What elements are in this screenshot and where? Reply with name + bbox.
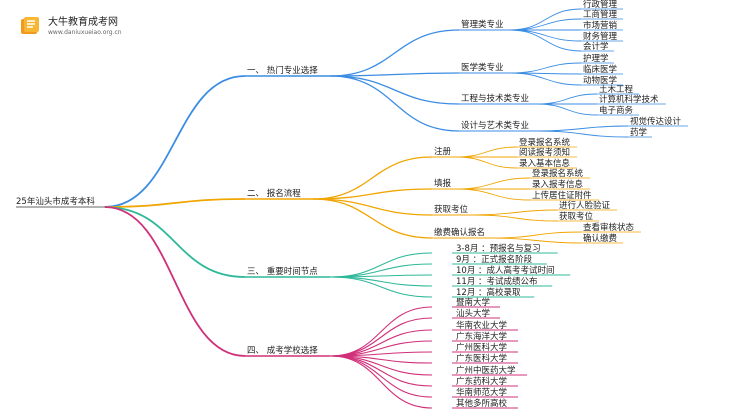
branch-label-3: 四、 成考学校选择	[247, 345, 318, 356]
sub-label-0-1: 医学类专业	[461, 62, 504, 73]
sub-label-2-2: 10月 ：成人高考考试时间	[456, 265, 555, 276]
leaf-connector-1-1-2	[455, 188, 531, 201]
leaf-label-1-2-1: 获取考位	[559, 211, 594, 222]
leaf-label-0-1-0: 护理学	[583, 53, 609, 64]
branch-connector-1	[104, 198, 246, 208]
branch-connector-3	[104, 206, 246, 357]
logo-url: www.daniuxueiao.org.cn	[48, 29, 122, 36]
sub-label-2-3: 11月 ：考试成绩公布	[456, 276, 538, 287]
leaf-label-1-1-0: 登录报名系统	[532, 168, 584, 179]
sub-label-0-0: 管理类专业	[461, 19, 504, 30]
branch-connector-0	[104, 75, 246, 208]
leaf-label-0-0-1: 工商管理	[583, 9, 618, 20]
leaf-label-0-0-4: 会计学	[583, 41, 609, 52]
leaf-label-0-1-1: 临床医学	[583, 64, 618, 75]
sub-label-0-3: 设计与艺术类专业	[461, 120, 529, 131]
leaf-connector-1-1-0	[455, 177, 531, 190]
branch-label-1: 二、 报名流程	[247, 188, 301, 199]
sub-label-3-3: 广东海洋大学	[456, 331, 508, 342]
book-icon	[21, 17, 39, 34]
leaf-label-1-0-1: 阅读报考须知	[519, 147, 570, 158]
leaf-connector-0-2-0	[536, 93, 598, 105]
leaf-label-0-2-1: 计算机科学技术	[599, 94, 659, 105]
leaf-label-1-2-0: 进行人脸验证	[559, 200, 611, 211]
leaf-label-1-3-0: 查看审核状态	[583, 222, 635, 233]
leaf-label-1-0-0: 登录报名系统	[519, 137, 571, 148]
leaf-connector-1-3-1	[491, 237, 582, 244]
leaf-label-1-3-1: 确认缴费	[583, 233, 618, 244]
sub-label-3-9: 其他多所高校	[456, 398, 508, 409]
sub-label-2-4: 12月 ：高校录取	[456, 287, 521, 298]
leaf-connector-0-1-0	[509, 62, 582, 74]
sub-label-2-0: 3-8月 ：预报名与复习	[456, 243, 541, 254]
leaf-label-0-0-2: 市场营销	[583, 20, 618, 31]
leaf-label-1-1-2: 上传居住证附件	[532, 190, 592, 201]
leaf-connector-0-1-2	[509, 72, 582, 86]
leaf-label-0-0-3: 财务管理	[583, 31, 618, 42]
sub-connector-0-1	[330, 72, 460, 77]
sub-label-1-1: 填报	[434, 178, 452, 189]
sub-connector-1-1	[312, 188, 433, 200]
sub-connector-1-2	[312, 198, 433, 216]
leaf-connector-0-0-3	[509, 29, 582, 42]
sub-connector-0-0	[330, 29, 460, 77]
leaf-connector-0-3-0	[536, 125, 629, 132]
leaf-label-1-0-2: 录入基本信息	[519, 158, 571, 169]
leaf-label-0-2-2: 电子商务	[599, 105, 634, 116]
leaf-connector-0-0-4	[509, 29, 582, 52]
sub-connector-0-2	[330, 75, 460, 105]
leaf-connector-0-3-1	[536, 130, 629, 138]
leaf-connector-1-2-0	[473, 209, 558, 216]
root-label: 25年汕头市成考本科	[16, 196, 95, 207]
leaf-connector-1-2-1	[473, 214, 558, 222]
leaf-label-0-3-1: 药学	[630, 127, 648, 138]
leaf-label-0-3-0: 视觉传达设计	[630, 116, 682, 127]
leaf-connector-0-2-2	[536, 103, 598, 116]
leaf-label-1-1-1: 录入报考信息	[532, 179, 584, 190]
sub-connector-1-0	[312, 156, 433, 200]
sub-label-1-3: 缴费确认报名	[434, 227, 485, 238]
leaf-connector-0-0-1	[509, 18, 582, 31]
sub-label-3-1: 汕头大学	[456, 308, 491, 319]
sub-label-3-6: 广州中医药大学	[456, 365, 516, 376]
branch-connector-2	[104, 206, 246, 278]
sub-connector-0-3	[330, 75, 460, 132]
sub-label-2-1: 9月 ：正式报名阶段	[456, 254, 533, 265]
sub-label-3-0: 暨南大学	[456, 297, 491, 308]
site-logo[interactable]: 大牛教育成考网 www.daniuxueiao.org.cn	[18, 12, 138, 48]
branch-label-2: 三、 重要时间节点	[247, 266, 318, 277]
branch-label-0: 一、 热门专业选择	[247, 65, 318, 76]
leaf-connector-1-0-0	[455, 146, 518, 158]
sub-label-3-5: 广东医科大学	[456, 353, 508, 364]
sub-connector-3-6	[330, 355, 433, 376]
sub-connector-2-4	[330, 276, 433, 298]
sub-label-3-7: 广东药科大学	[456, 376, 508, 387]
sub-connector-1-3	[312, 198, 433, 239]
sub-label-1-0: 注册	[434, 146, 452, 157]
sub-label-3-4: 广州医科大学	[456, 342, 508, 353]
sub-label-0-2: 工程与技术类专业	[461, 93, 529, 104]
sub-label-3-8: 华南师范大学	[456, 387, 508, 398]
leaf-label-0-1-2: 动物医学	[583, 75, 618, 86]
logo-name: 大牛教育成考网	[48, 17, 118, 28]
leaf-connector-1-3-0	[491, 231, 582, 239]
sub-label-3-2: 华南农业大学	[456, 320, 508, 331]
sub-connector-3-9	[330, 355, 433, 409]
leaf-label-0-0-0: 行政管理	[583, 0, 618, 10]
sub-connector-3-1	[330, 317, 433, 357]
sub-connector-3-0	[330, 306, 433, 357]
sub-connector-2-3	[330, 276, 433, 287]
sub-label-1-2: 获取考位	[434, 204, 469, 215]
leaf-label-0-2-0: 土木工程	[599, 84, 634, 95]
leaf-connector-1-0-2	[455, 156, 518, 169]
